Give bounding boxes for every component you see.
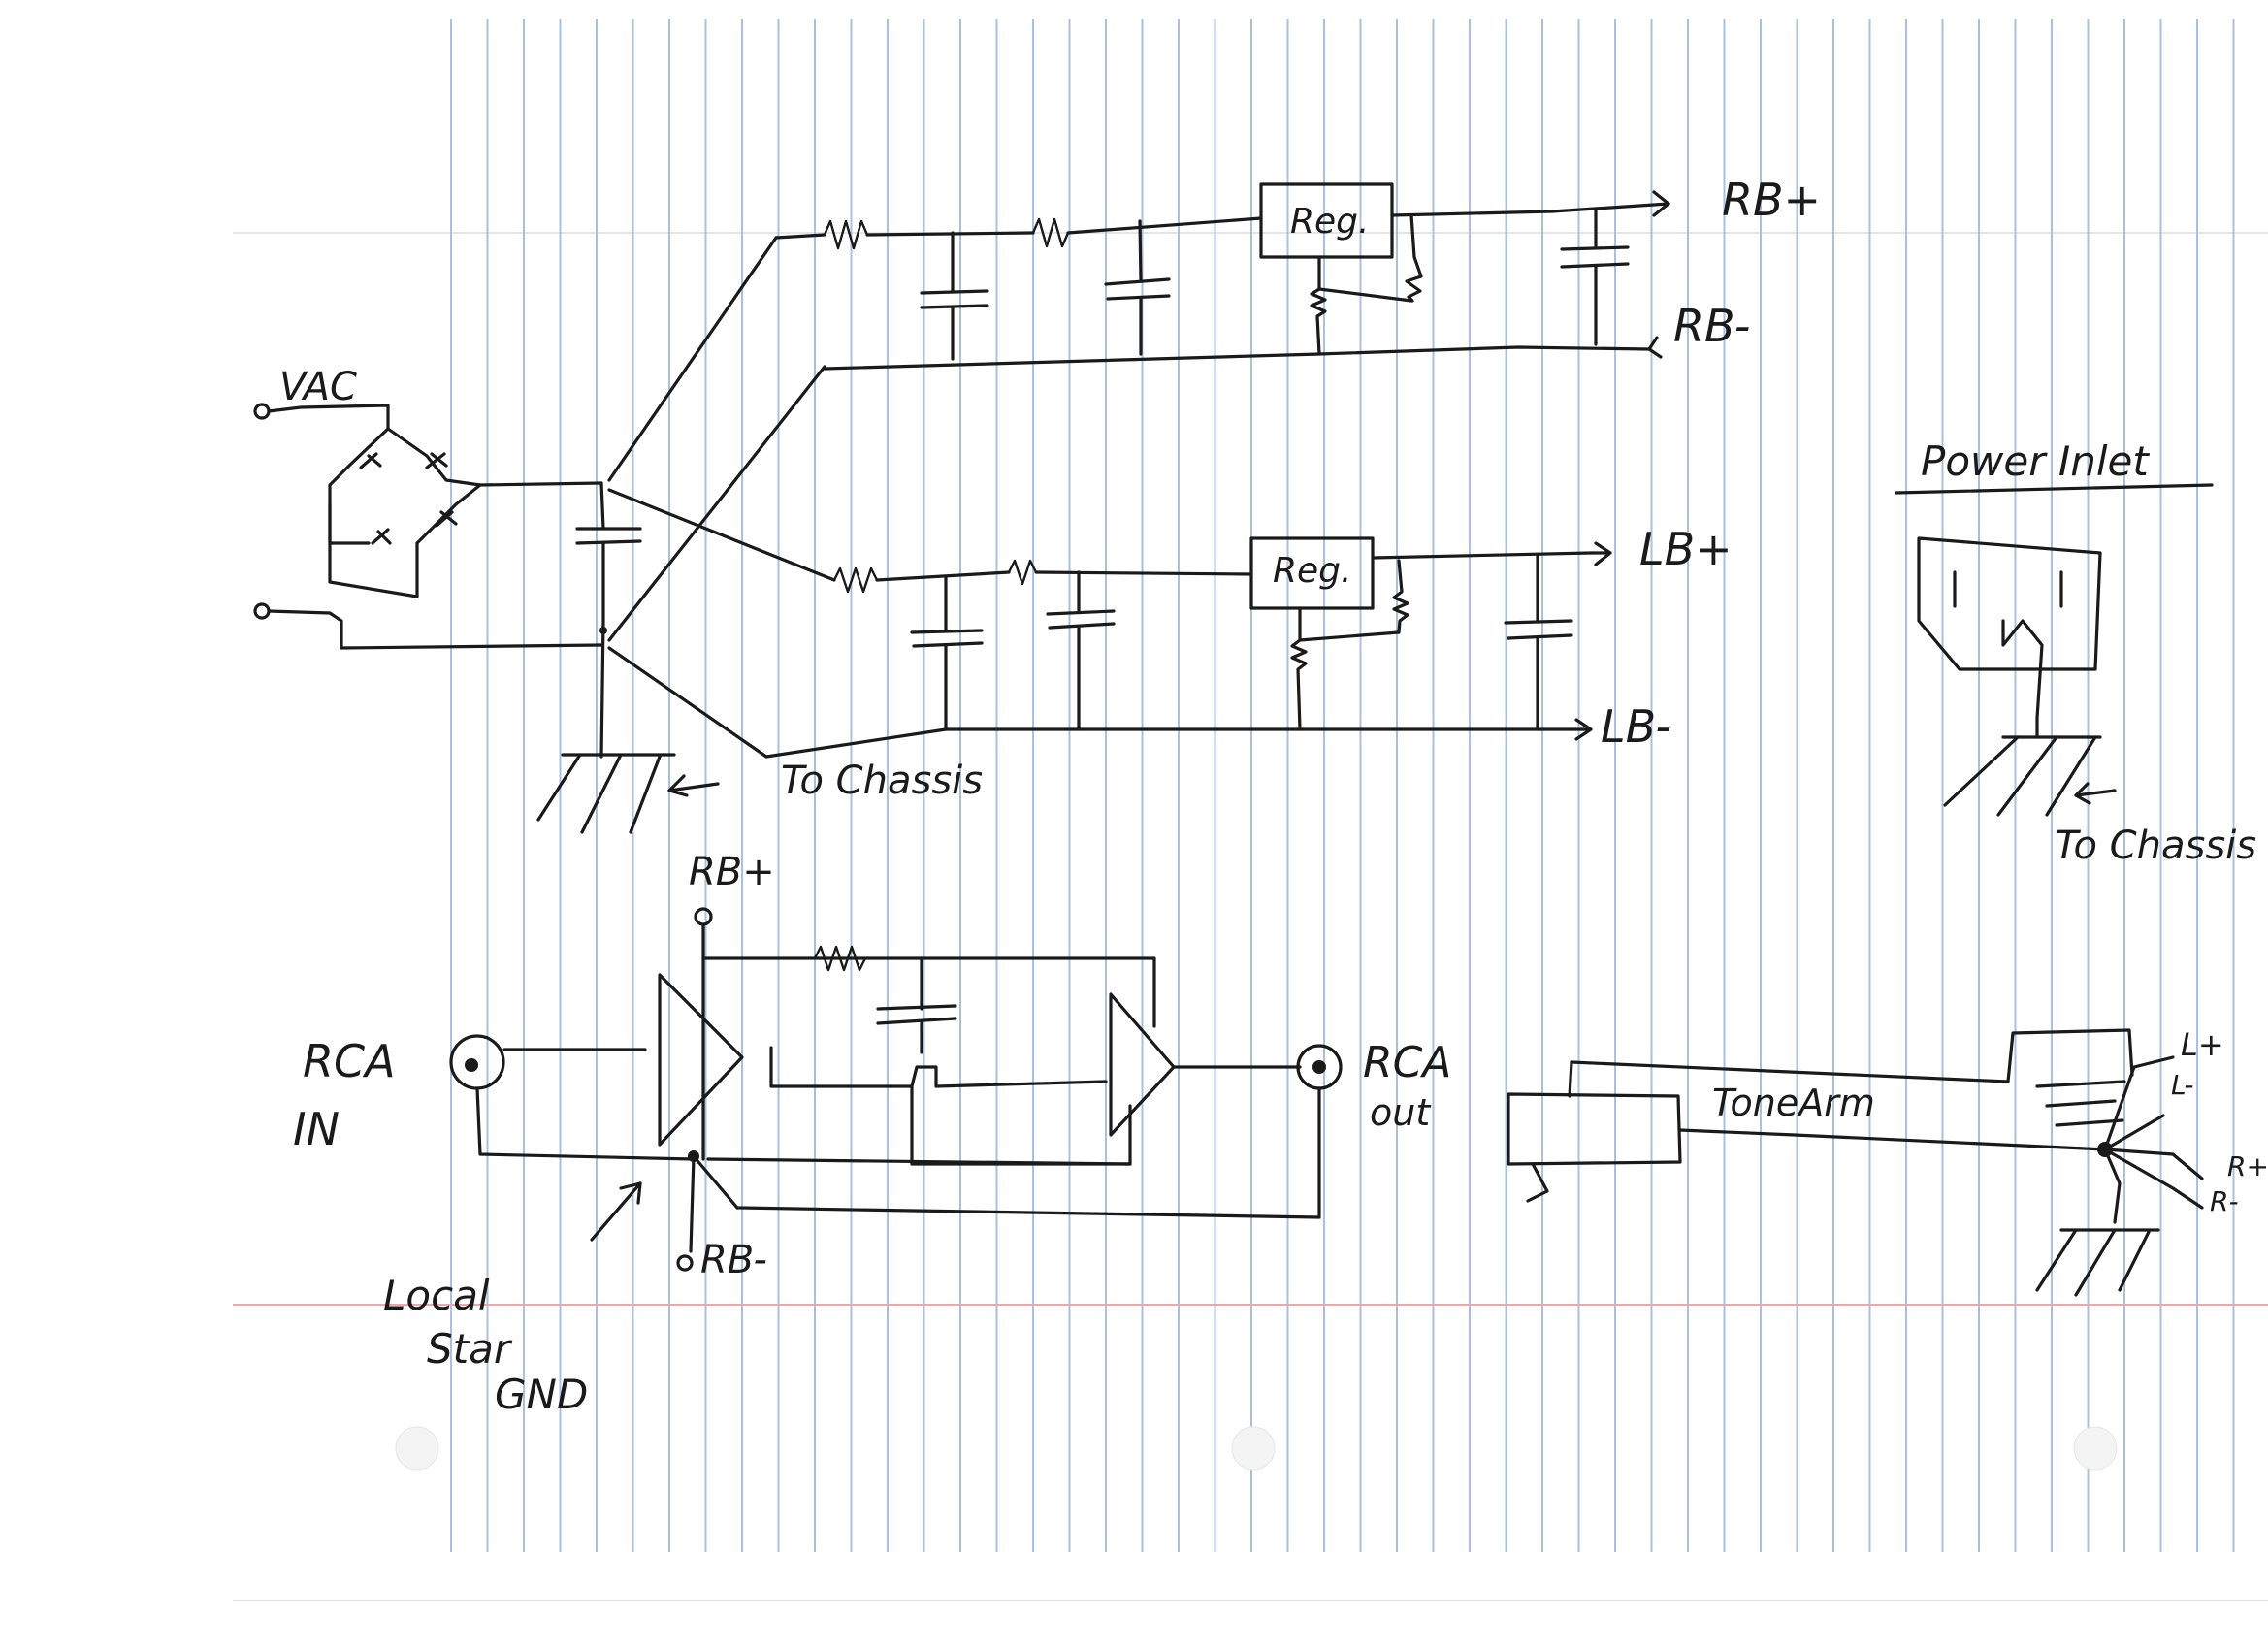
svg-text:IN: IN (293, 1103, 340, 1155)
svg-text:To Chassis: To Chassis (2055, 824, 2256, 868)
binder-holes (395, 1426, 2118, 1471)
svg-text:RCA: RCA (1363, 1038, 1451, 1087)
svg-text:Reg.: Reg. (1273, 551, 1351, 591)
svg-text:LB+: LB+ (1639, 523, 1733, 575)
reservoir-capacitor (575, 481, 642, 759)
amplifier-stage: RB+ RB- RCA IN RCA out Local Star GND (293, 850, 1451, 1418)
bridge-rectifier (253, 403, 603, 650)
rb-rail: Reg. RB+ RB- (774, 174, 1821, 371)
svg-text:VAC: VAC (279, 365, 357, 409)
regulator-lb (1249, 536, 1375, 610)
svg-text:L-: L- (2171, 1069, 2194, 1101)
svg-text:ToneArm: ToneArm (1712, 1082, 1875, 1124)
power-inlet: Power Inlet To Chassis (1895, 437, 2256, 868)
svg-text:RB+: RB+ (1722, 174, 1821, 226)
svg-text:R-: R- (2210, 1185, 2239, 1217)
svg-text:LB-: LB- (1601, 700, 1671, 753)
svg-text:RB+: RB+ (689, 850, 775, 894)
svg-text:RCA: RCA (303, 1035, 396, 1087)
lb-rail: Reg. LB+ LB- (764, 523, 1733, 759)
svg-text:GND: GND (495, 1371, 588, 1418)
svg-text:Power Inlet: Power Inlet (1921, 437, 2150, 485)
svg-text:To Chassis: To Chassis (781, 759, 983, 803)
svg-text:L+: L+ (2181, 1026, 2224, 1063)
svg-text:RB-: RB- (1673, 300, 1750, 352)
svg-text:R+: R+ (2227, 1150, 2268, 1182)
svg-text:Reg.: Reg. (1290, 202, 1369, 242)
svg-text:Local: Local (383, 1272, 490, 1319)
vac-label: VAC (279, 365, 357, 409)
rail-fanout (607, 236, 836, 759)
tonearm: ToneArm L+ L- R+ R- (1507, 1026, 2268, 1297)
svg-text:RB-: RB- (700, 1238, 767, 1282)
svg-text:Star: Star (427, 1325, 513, 1373)
chassis-ground-psu: To Chassis (536, 753, 983, 834)
regulator-rb (1259, 182, 1394, 259)
svg-text:out: out (1370, 1091, 1432, 1134)
vertical-rules (450, 19, 2235, 1552)
